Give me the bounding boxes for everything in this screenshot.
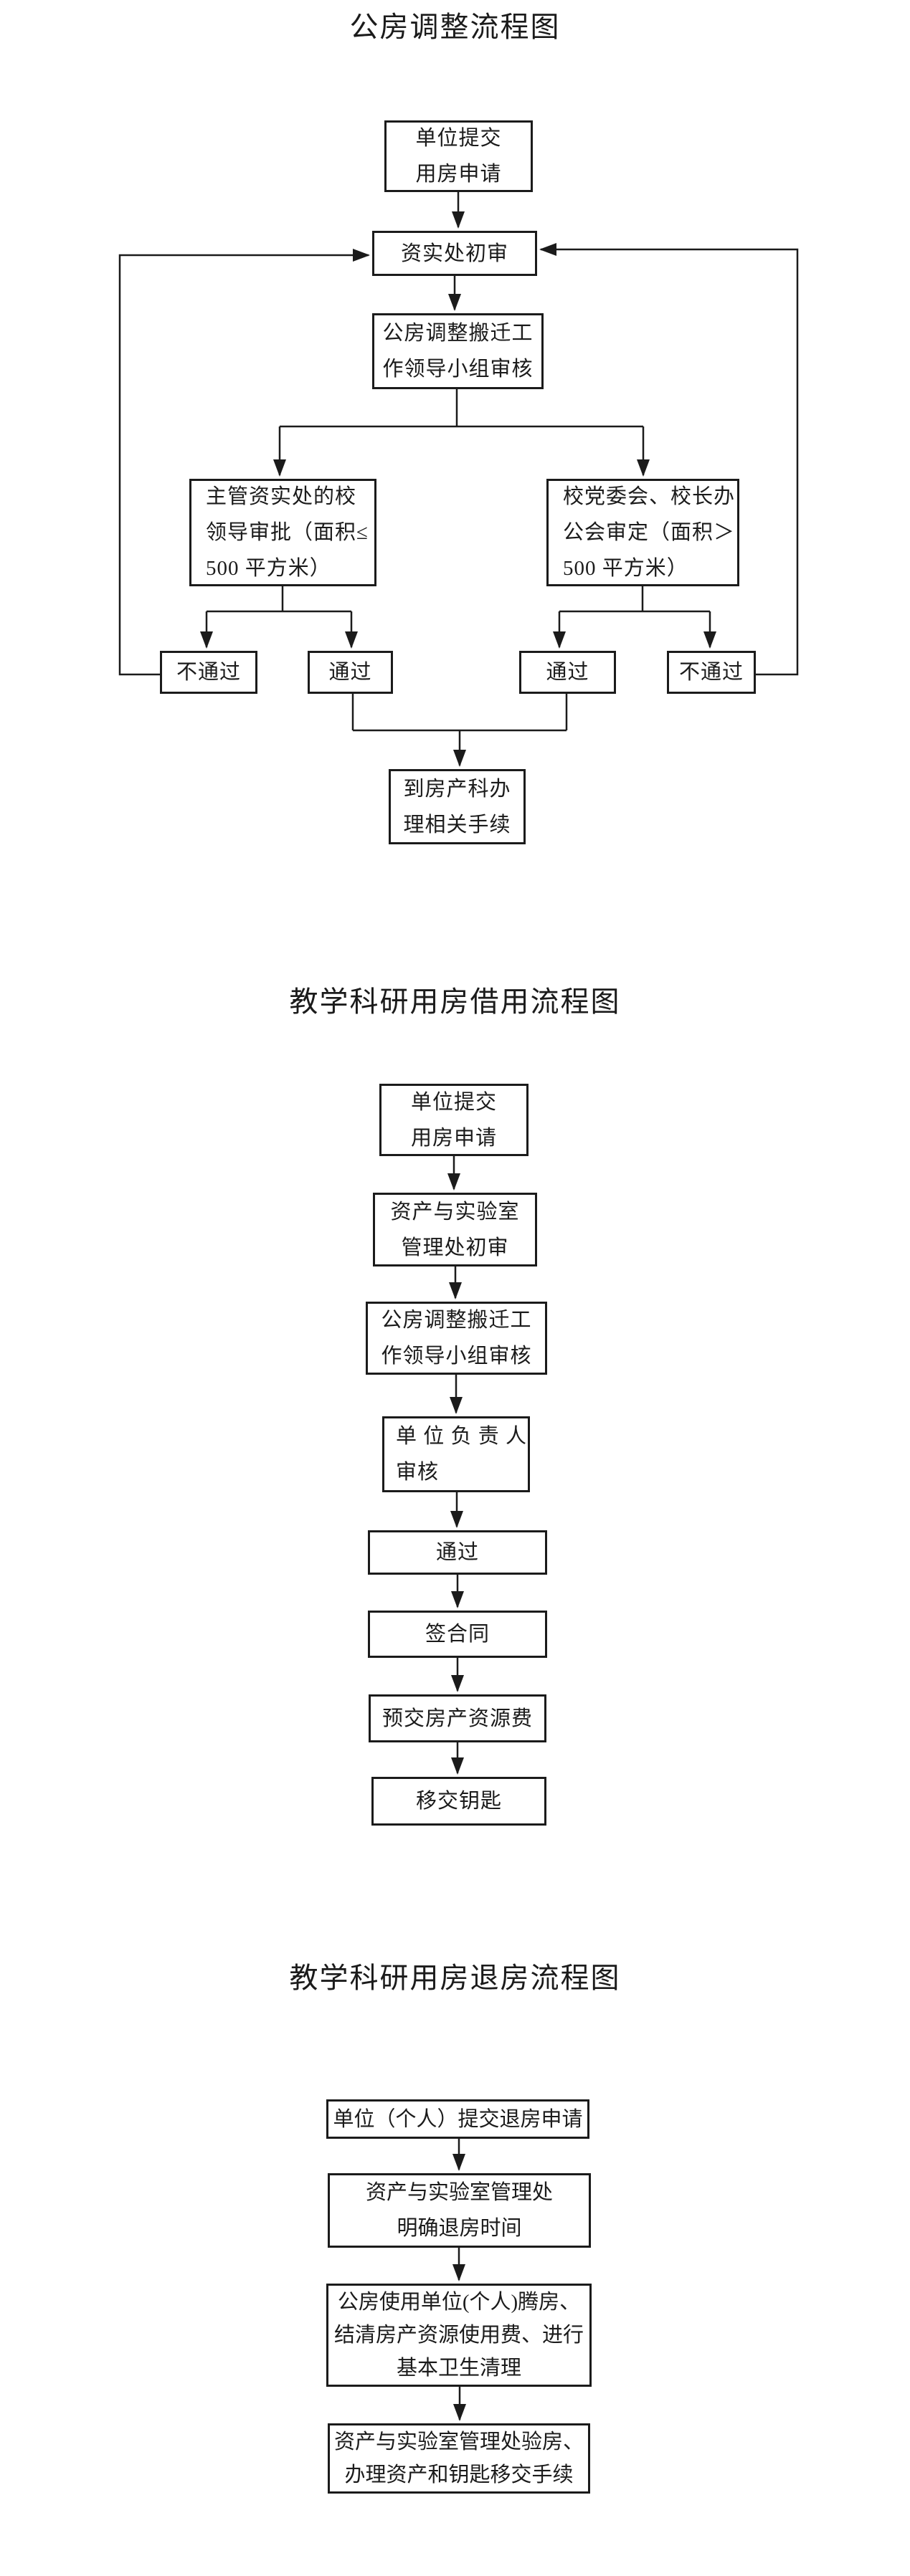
node-line: 公房使用单位(个人)腾房、 (337, 2291, 581, 2314)
node-line: 500 平方米） (563, 557, 688, 580)
node-line: 通过 (328, 661, 372, 684)
node-line: 500 平方米） (206, 557, 331, 580)
node-property-office: 到房产科办 理相关手续 (389, 769, 526, 844)
node-committee-approval: 校党委会、校长办 公会审定（面积＞ 500 平方米） (546, 479, 739, 586)
chart1-connectors (118, 192, 799, 767)
node-line: 资实处初审 (400, 242, 508, 265)
node-borrow-initial-review: 资产与实验室 管理处初审 (373, 1193, 537, 1266)
node-confirm-return-time: 资产与实验室管理处 明确退房时间 (328, 2173, 591, 2248)
node-line: 公房调整搬迁工 (382, 322, 534, 345)
node-line: 资产与实验室管理处 (365, 2181, 553, 2204)
node-line: 通过 (546, 661, 589, 684)
node-line: 作领导小组审核 (381, 1345, 532, 1368)
node-prepay-fee: 预交房产资源费 (369, 1694, 546, 1742)
node-line: 资产与实验室管理处验房、 (333, 2430, 584, 2453)
node-line: 审核 (396, 1461, 440, 1484)
node-line: 理相关手续 (403, 813, 511, 836)
node-inspect-handover: 资产与实验室管理处验房、 办理资产和钥匙移交手续 (328, 2423, 590, 2494)
node-line: 主管资实处的校 (206, 485, 357, 508)
node-fail-left: 不通过 (160, 651, 257, 694)
node-line: 用房申请 (415, 163, 502, 186)
node-line: 用房申请 (410, 1126, 497, 1150)
node-line: 单位提交 (410, 1090, 497, 1114)
chart-title-return: 教学科研用房退房流程图 (289, 1962, 621, 1994)
node-line: 办理资产和钥匙移交手续 (344, 2463, 574, 2486)
node-initial-review: 资实处初审 (372, 231, 537, 276)
node-line: 资产与实验室 (390, 1200, 520, 1223)
feedback-loop-left (118, 249, 370, 676)
node-leading-group-review: 公房调整搬迁工 作领导小组审核 (372, 313, 544, 389)
node-line: 校党委会、校长办 (563, 485, 736, 508)
node-sign-contract: 签合同 (368, 1611, 547, 1658)
node-borrow-pass: 通过 (368, 1530, 547, 1575)
node-borrow-leading-group: 公房调整搬迁工 作领导小组审核 (366, 1302, 547, 1375)
node-line: 公房调整搬迁工 (381, 1309, 532, 1332)
node-line: 结清房产资源使用费、进行 (333, 2324, 584, 2347)
node-line: 公会审定（面积＞ (563, 521, 736, 544)
node-return-submit: 单位（个人）提交退房申请 (326, 2099, 589, 2139)
node-line: 不通过 (678, 661, 744, 684)
chart-title-borrowing: 教学科研用房借用流程图 (289, 986, 621, 1018)
node-hand-over-keys: 移交钥匙 (371, 1777, 546, 1826)
node-fail-right: 不通过 (667, 651, 756, 694)
node-line: 明确退房时间 (397, 2217, 522, 2240)
chart2-connectors (447, 1156, 464, 1775)
node-line: 基本卫生清理 (396, 2357, 521, 2380)
chart3-connectors (452, 2139, 466, 2421)
node-pass-left: 通过 (308, 651, 393, 694)
node-line: 单位（个人）提交退房申请 (333, 2107, 583, 2131)
node-submit-application: 单位提交 用房申请 (384, 120, 533, 192)
feedback-loop-right (539, 243, 799, 676)
chart-title-adjustment: 公房调整流程图 (349, 11, 561, 43)
node-line: 单 位 负 责 人 (396, 1425, 528, 1448)
node-unit-head-review: 单 位 负 责 人 审核 (382, 1416, 530, 1492)
node-line: 签合同 (425, 1623, 490, 1646)
node-line: 单位提交 (415, 127, 502, 150)
node-line: 领导审批（面积≤ (206, 521, 369, 544)
node-borrow-submit: 单位提交 用房申请 (379, 1084, 529, 1156)
node-line: 作领导小组审核 (382, 358, 534, 381)
node-vacate-settle: 公房使用单位(个人)腾房、 结清房产资源使用费、进行 基本卫生清理 (326, 2284, 592, 2387)
node-line: 移交钥匙 (415, 1790, 502, 1813)
node-line: 管理处初审 (401, 1236, 509, 1259)
node-line: 不通过 (176, 661, 241, 684)
node-leader-approval: 主管资实处的校 领导审批（面积≤ 500 平方米） (189, 479, 376, 586)
node-line: 到房产科办 (403, 777, 511, 801)
node-line: 通过 (435, 1541, 479, 1564)
node-line: 预交房产资源费 (381, 1707, 533, 1730)
node-pass-right: 通过 (519, 651, 616, 694)
